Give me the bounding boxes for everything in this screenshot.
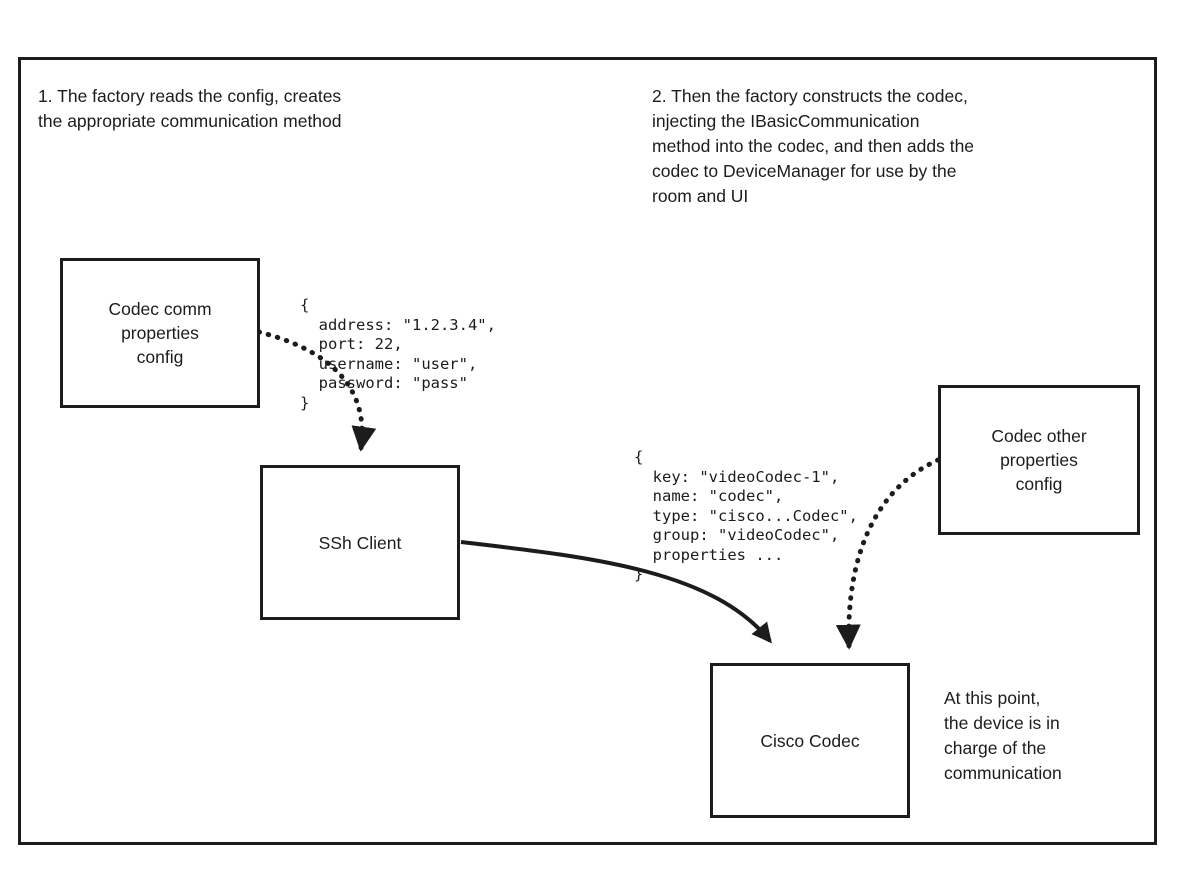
note-step2: 2. Then the factory constructs the codec…	[652, 86, 975, 206]
box-codec-other-config-label: Codec other properties config	[991, 426, 1087, 494]
box-codec-other-config: Codec other properties config	[938, 385, 1140, 535]
box-codec-comm-config: Codec comm properties config	[60, 258, 260, 408]
box-cisco-codec-label: Cisco Codec	[760, 730, 860, 751]
code-block-codec-properties: { key: "videoCodec-1", name: "codec", ty…	[634, 448, 858, 583]
box-codec-comm-config-label: Codec comm properties config	[108, 299, 212, 367]
box-ssh-client-label: SSh Client	[318, 532, 402, 553]
code-block-comm-properties: { address: "1.2.3.4", port: 22, username…	[300, 296, 496, 412]
box-cisco-codec: Cisco Codec	[710, 663, 910, 818]
note-at-this-point: At this point, the device is in charge o…	[944, 688, 1062, 783]
box-ssh-client: SSh Client	[260, 465, 460, 620]
diagram-frame	[18, 57, 1157, 845]
note-step1: 1. The factory reads the config, creates…	[38, 86, 342, 131]
